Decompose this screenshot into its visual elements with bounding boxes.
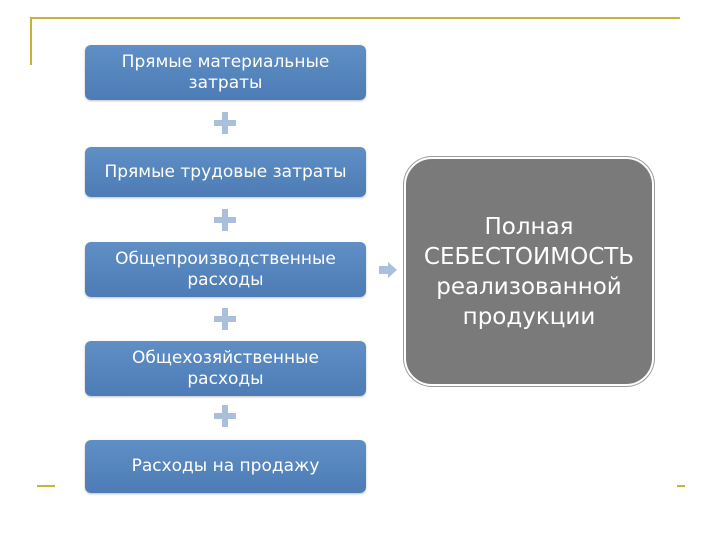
cost-component-box: Общепроизводственные расходы (85, 242, 366, 297)
frame-line-left (30, 17, 32, 65)
total-cost-label: Полная СЕБЕСТОИМОСТЬ реализованной проду… (423, 213, 635, 330)
plus-icon (214, 405, 236, 427)
plus-icon (214, 112, 236, 134)
arrow-right-icon (379, 262, 397, 278)
cost-component-label: Расходы на продажу (131, 456, 320, 476)
cost-component-box: Прямые трудовые затраты (85, 147, 366, 197)
plus-icon (214, 209, 236, 231)
frame-line-bottom-right (677, 485, 685, 487)
cost-component-label: Прямые трудовые затраты (104, 161, 347, 182)
cost-component-label: Прямые материальные затраты (121, 51, 330, 93)
frame-line-top (30, 17, 680, 19)
frame-line-bottom-left (37, 485, 55, 487)
cost-component-box: Общехозяйственные расходы (85, 341, 366, 396)
total-cost-box: Полная СЕБЕСТОИМОСТЬ реализованной проду… (404, 157, 654, 386)
cost-component-box: Прямые материальные затраты (85, 45, 366, 100)
cost-component-box: Расходы на продажу (85, 440, 366, 493)
cost-component-label: Общепроизводственные расходы (115, 248, 336, 290)
cost-component-label: Общехозяйственные расходы (132, 347, 319, 389)
plus-icon (214, 308, 236, 330)
